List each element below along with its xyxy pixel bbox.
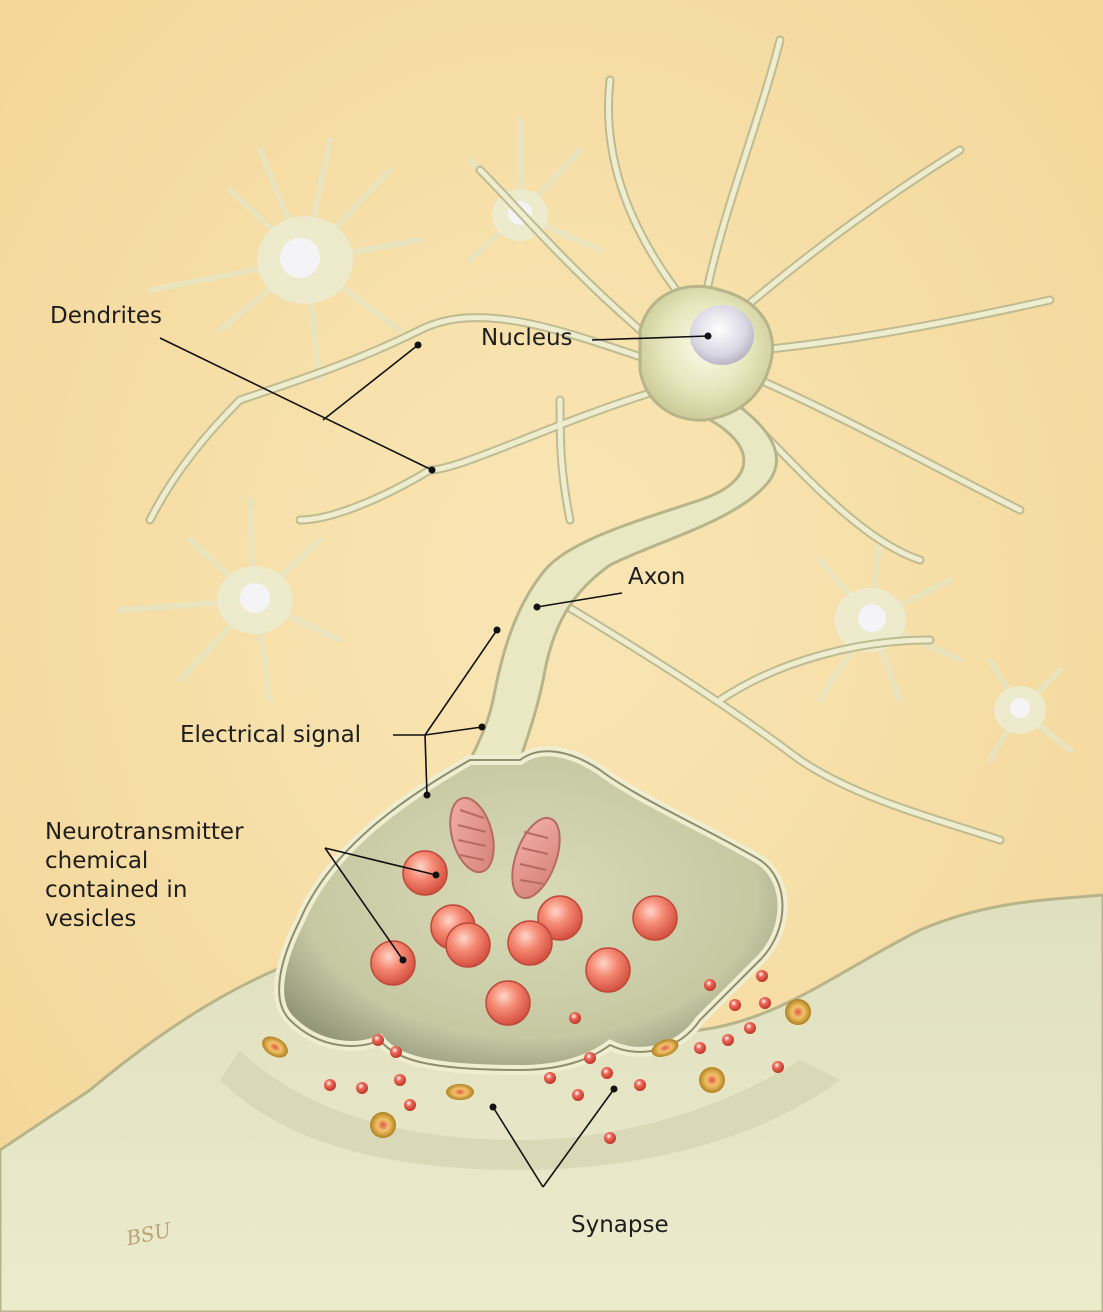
label-axon: Axon [628,563,685,592]
label-electrical-signal: Electrical signal [180,721,361,750]
label-nucleus: Nucleus [481,324,573,353]
label-synapse: Synapse [571,1211,669,1240]
label-neurotransmitter: Neurotransmitter chemical contained in v… [45,818,244,934]
nucleus-shape [690,305,754,365]
label-dendrites: Dendrites [50,302,162,331]
